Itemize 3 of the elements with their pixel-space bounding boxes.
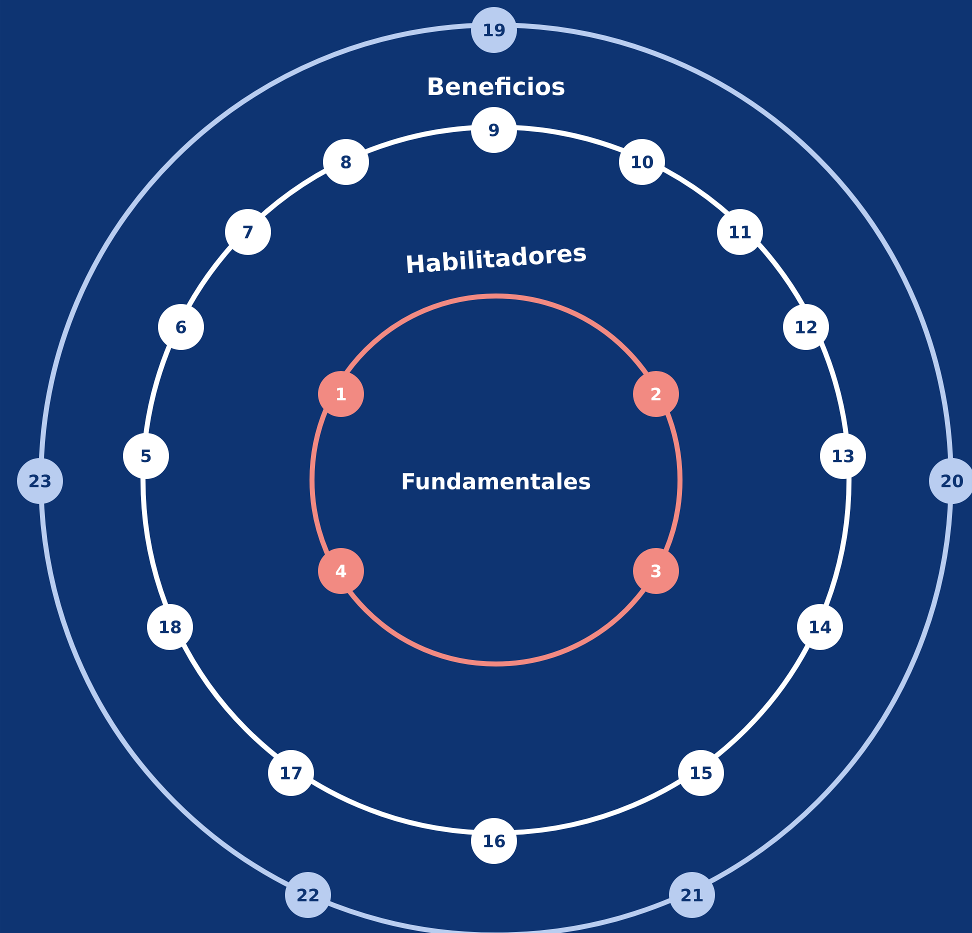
ring-label: Fundamentales xyxy=(402,472,590,490)
ring-label: Habilitadores xyxy=(406,246,586,274)
ring-label: Beneficios xyxy=(428,76,564,96)
